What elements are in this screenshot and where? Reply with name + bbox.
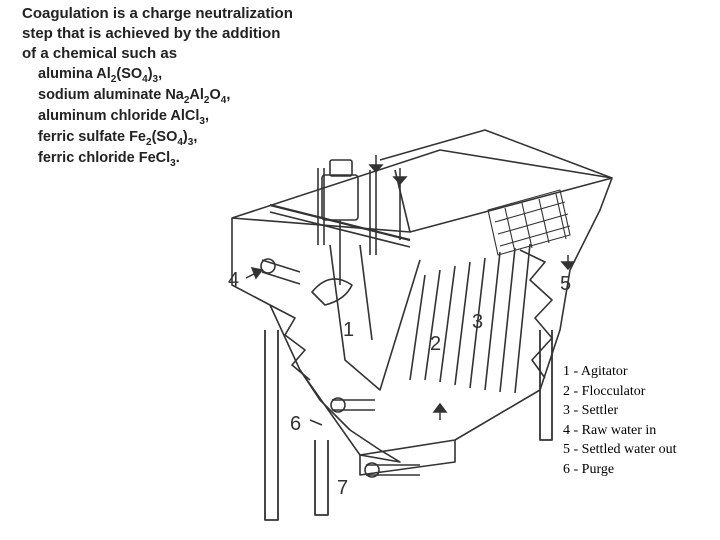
chemical-formula: Fe2(SO4)3, — [129, 129, 198, 148]
agitator-impeller — [311, 278, 353, 306]
chemical-name: alumina — [38, 66, 97, 82]
purge-valve — [330, 397, 346, 413]
legend-item-flocculator: 2 - Flocculator — [563, 383, 646, 399]
label-agitator: 1 — [343, 319, 354, 341]
label-settled-water-out: 5 — [560, 273, 571, 295]
intro-line: Coagulation is a charge neutralization — [22, 5, 293, 22]
chemical-list: alumina Al2(SO4)3,sodium aluminate Na2Al… — [22, 64, 322, 169]
support-legs — [264, 330, 553, 521]
chemical-formula: AlCl3, — [170, 108, 209, 127]
component-labels: 1 2 3 4 5 6 7 — [228, 269, 571, 499]
launder-grid — [487, 189, 571, 256]
chemical-formula: Al2(SO4)3, — [96, 66, 163, 85]
raw-water-inlet — [260, 258, 276, 274]
component-legend: 1 - Agitator 2 - Flocculator 3 - Settler… — [563, 362, 677, 479]
drain-valve — [364, 462, 380, 478]
label-raw-water-in: 4 — [228, 269, 239, 291]
sawtooth-wall — [519, 249, 553, 379]
chemical-formula: Na2Al2O4, — [165, 87, 231, 106]
tank-outline — [231, 149, 613, 456]
chemical-item: ferric sulfate Fe2(SO4)3, — [22, 127, 322, 148]
label-drain: 7 — [337, 477, 348, 499]
flocculator-channel — [329, 244, 421, 391]
chemical-name: aluminum chloride — [38, 108, 171, 124]
label-flocculator: 2 — [430, 333, 441, 355]
settler-plates — [409, 243, 531, 394]
settled-trough — [379, 129, 613, 179]
chemical-name: sodium aluminate — [38, 87, 166, 103]
flow-arrows — [245, 155, 576, 426]
legend-item-settler: 3 - Settler — [563, 403, 619, 418]
chemical-name: ferric chloride — [38, 150, 139, 166]
label-settler: 3 — [472, 311, 483, 333]
legend-item-agitator: 1 - Agitator — [563, 364, 628, 379]
chemical-formula: FeCl3. — [138, 150, 180, 169]
bottom-hopper — [299, 369, 401, 463]
chemical-name: ferric sulfate — [38, 129, 130, 145]
agitator-motor — [321, 174, 359, 221]
legend-item-raw-water-in: 4 - Raw water in — [563, 422, 657, 438]
intro-line: of a chemical such as — [22, 45, 178, 62]
chemical-item: alumina Al2(SO4)3, — [22, 64, 322, 85]
intro-line: step that is achieved by the addition — [22, 25, 281, 42]
chemical-item: ferric chloride FeCl3. — [22, 148, 322, 169]
chemical-item: sodium aluminate Na2Al2O4, — [22, 85, 322, 106]
chemical-item: aluminum chloride AlCl3, — [22, 106, 322, 127]
intro-text: Coagulation is a charge neutralization s… — [22, 4, 322, 169]
legend-item-settled-water-out: 5 - Settled water out — [563, 442, 677, 457]
legend-item-purge: 6 - Purge — [563, 461, 615, 477]
label-purge: 6 — [290, 413, 301, 435]
